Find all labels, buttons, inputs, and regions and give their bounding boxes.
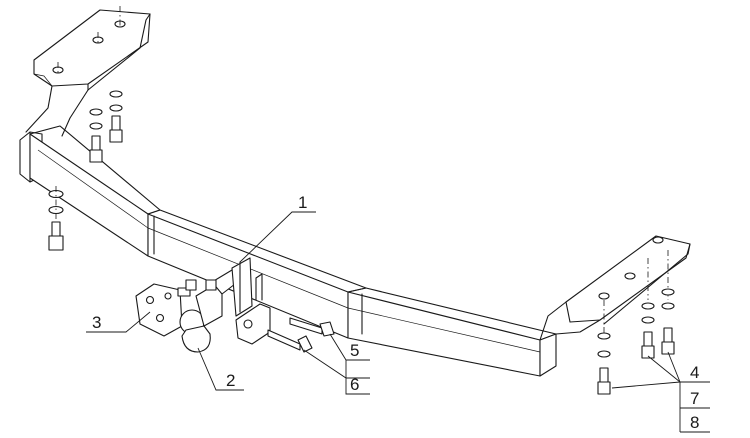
tow-ball-neck xyxy=(181,325,211,353)
callout-8: 8 xyxy=(690,413,699,432)
ball-flange-plate xyxy=(135,283,183,337)
callout-6: 6 xyxy=(350,375,359,394)
bolt-pair-5-6 xyxy=(267,317,335,353)
callout-2: 2 xyxy=(226,371,235,390)
callout-1: 1 xyxy=(298,193,307,212)
leader-lines xyxy=(86,211,710,433)
bolt-stack-left-c xyxy=(48,189,64,251)
bolt-stack-left-a xyxy=(109,90,123,143)
bolt-stack-right-a xyxy=(597,332,611,395)
bolt-stack-right-c xyxy=(661,288,675,355)
callout-4: 4 xyxy=(690,363,699,382)
left-mounting-bracket xyxy=(25,6,151,137)
callout-5: 5 xyxy=(350,341,359,360)
callout-3: 3 xyxy=(92,313,101,332)
bolt-stack-right-b xyxy=(641,302,655,359)
callout-numbers: 1 2 3 4 5 6 7 8 xyxy=(92,193,699,432)
callout-7: 7 xyxy=(690,389,699,408)
right-mounting-bracket xyxy=(539,235,691,341)
left-fastener-stacks xyxy=(48,90,123,251)
right-fastener-stacks xyxy=(597,288,675,395)
bolt-stack-left-b xyxy=(89,108,103,163)
